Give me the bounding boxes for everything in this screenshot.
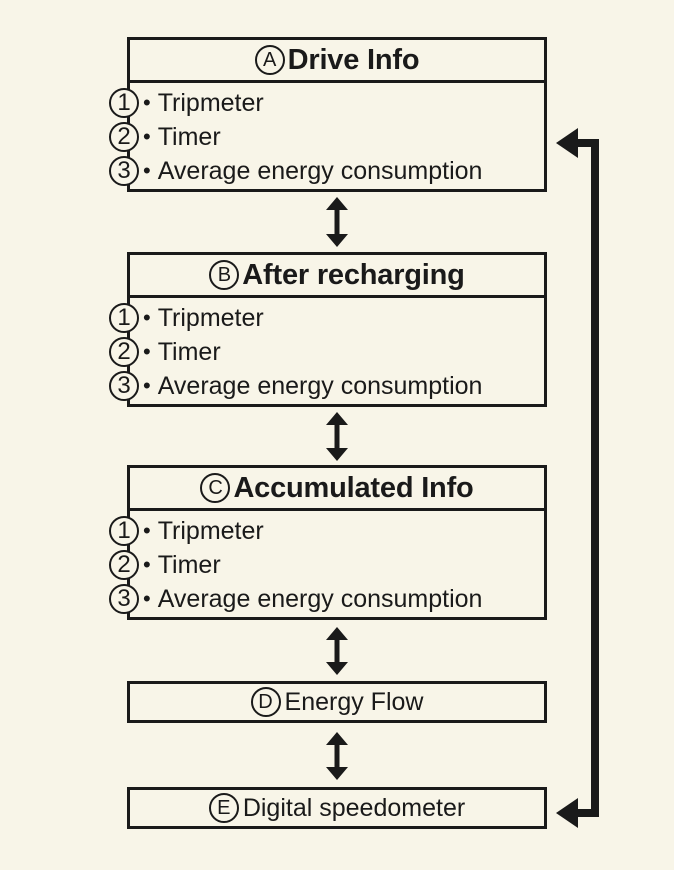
number-badge: 2 <box>109 122 139 152</box>
bullet: • <box>143 552 151 577</box>
item-label: Tripmeter <box>157 516 264 545</box>
accumulated-info-header: C Accumulated Info <box>130 468 544 511</box>
drive-info-box: A Drive Info 1 • Tripmeter 2 • Timer 3 •… <box>109 37 547 192</box>
item-label: Average energy consumption <box>157 156 483 185</box>
energy-flow-label: Energy Flow <box>284 687 424 716</box>
bullet: • <box>143 339 151 364</box>
drive-info-header: A Drive Info <box>130 40 544 83</box>
speedometer-box: E Digital speedometer <box>127 787 547 829</box>
number-badge: 1 <box>109 303 139 333</box>
list-item: 3 • Average energy consumption <box>109 154 544 188</box>
bullet: • <box>143 518 151 543</box>
item-label: Timer <box>157 550 221 579</box>
double-arrow-icon <box>326 412 348 461</box>
energy-flow-box: D Energy Flow <box>127 681 547 723</box>
after-recharging-header: B After recharging <box>130 255 544 298</box>
number-badge: 3 <box>109 584 139 614</box>
list-item: 2 • Timer <box>109 120 544 154</box>
accumulated-info-title: Accumulated Info <box>233 471 474 504</box>
number-badge: 3 <box>109 156 139 186</box>
item-label: Timer <box>157 337 221 366</box>
bullet: • <box>143 158 151 183</box>
letter-e-badge: E <box>208 793 239 823</box>
number-badge: 2 <box>109 550 139 580</box>
letter-a-badge: A <box>254 45 285 75</box>
double-arrow-icon <box>326 197 348 247</box>
item-label: Tripmeter <box>157 88 264 117</box>
number-badge: 3 <box>109 371 139 401</box>
double-arrow-icon <box>326 627 348 675</box>
item-label: Average energy consumption <box>157 584 483 613</box>
number-badge: 1 <box>109 516 139 546</box>
list-item: 3 • Average energy consumption <box>109 369 544 403</box>
number-badge: 2 <box>109 337 139 367</box>
loop-arrow-icon <box>556 128 599 828</box>
letter-b-badge: B <box>209 260 240 290</box>
list-item: 2 • Timer <box>109 548 544 582</box>
item-label: Timer <box>157 122 221 151</box>
letter-d-badge: D <box>250 687 281 717</box>
list-item: 1 • Tripmeter <box>109 514 544 548</box>
bullet: • <box>143 586 151 611</box>
letter-c-badge: C <box>200 473 231 503</box>
drive-info-title: Drive Info <box>287 43 420 76</box>
after-recharging-box: B After recharging 1 • Tripmeter 2 • Tim… <box>109 252 547 407</box>
speedometer-label: Digital speedometer <box>242 793 466 822</box>
item-label: Average energy consumption <box>157 371 483 400</box>
bullet: • <box>143 373 151 398</box>
number-badge: 1 <box>109 88 139 118</box>
item-label: Tripmeter <box>157 303 264 332</box>
list-item: 1 • Tripmeter <box>109 301 544 335</box>
bullet: • <box>143 124 151 149</box>
double-arrow-icon <box>326 732 348 780</box>
list-item: 1 • Tripmeter <box>109 86 544 120</box>
bullet: • <box>143 305 151 330</box>
after-recharging-title: After recharging <box>242 258 465 291</box>
list-item: 3 • Average energy consumption <box>109 582 544 616</box>
list-item: 2 • Timer <box>109 335 544 369</box>
bullet: • <box>143 90 151 115</box>
accumulated-info-box: C Accumulated Info 1 • Tripmeter 2 • Tim… <box>109 465 547 620</box>
